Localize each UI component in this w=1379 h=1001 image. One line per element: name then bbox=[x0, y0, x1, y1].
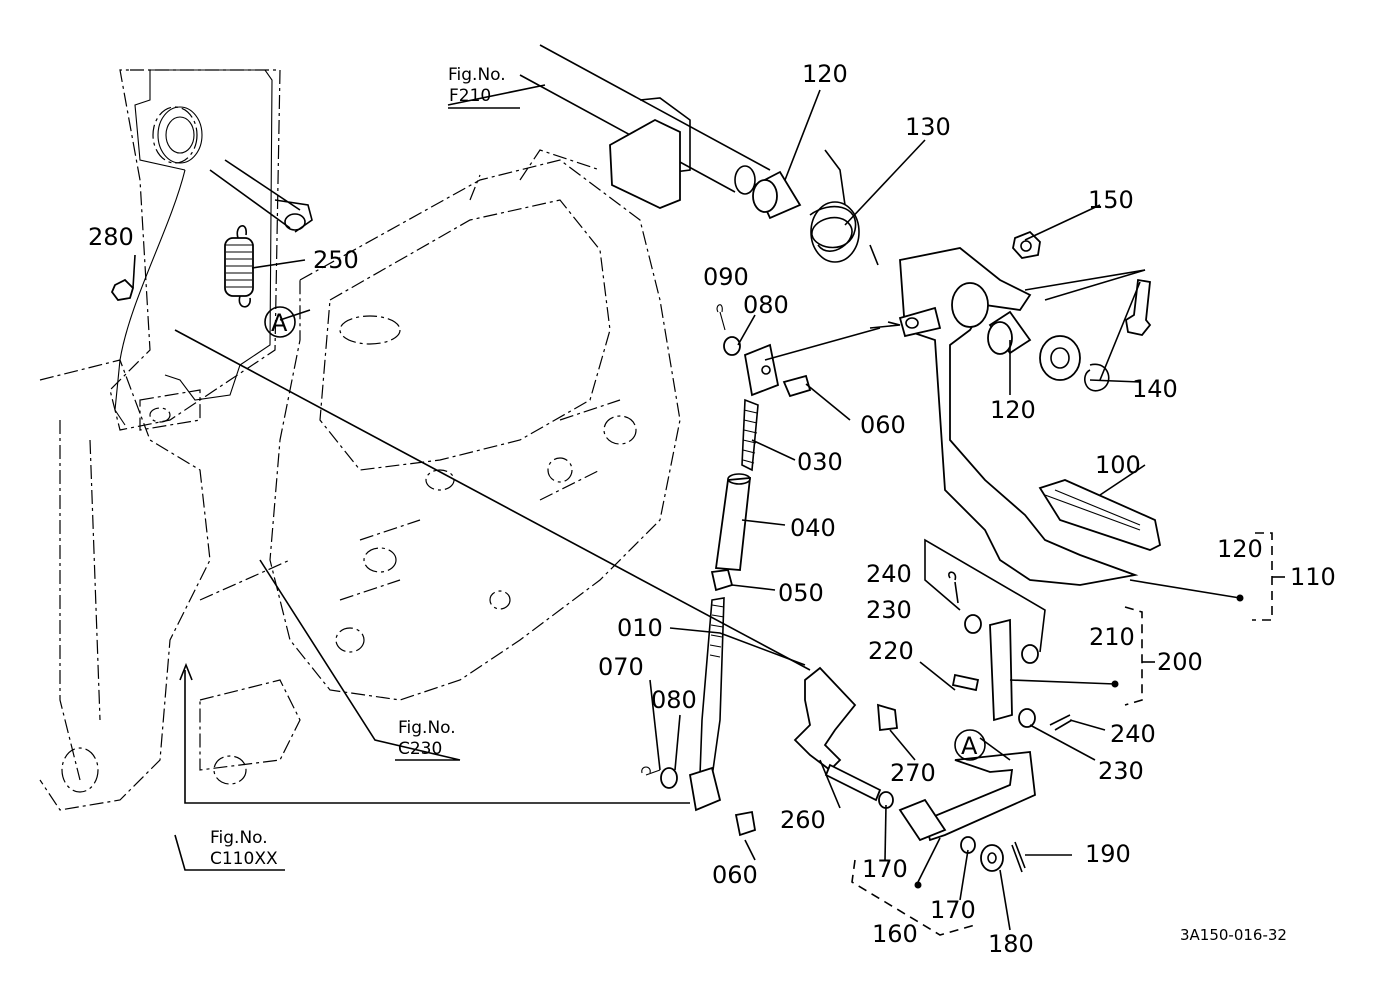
fig-ref-c230: Fig.No. C230 bbox=[398, 718, 456, 759]
callout-180: 180 bbox=[988, 930, 1034, 958]
text-label: C230 bbox=[398, 739, 442, 759]
callout-170-right: 170 bbox=[930, 896, 976, 924]
callout-120-mid: 120 bbox=[990, 396, 1036, 424]
callout-230-top: 230 bbox=[866, 596, 912, 624]
callout-030: 030 bbox=[797, 448, 843, 476]
callout-250: 250 bbox=[313, 246, 359, 274]
fig-ref-c110xx: Fig.No. C110XX bbox=[210, 828, 278, 869]
bushing-washer-clip bbox=[987, 310, 1110, 392]
transmission-housing bbox=[39, 69, 681, 811]
callout-120-top: 120 bbox=[802, 60, 848, 88]
callout-120-right: 120 bbox=[1217, 535, 1263, 563]
release-rod-assembly bbox=[641, 304, 812, 837]
callout-130: 130 bbox=[905, 113, 951, 141]
bolt-140 bbox=[1125, 278, 1152, 336]
callout-070: 070 bbox=[598, 653, 644, 681]
callout-080-bottom: 080 bbox=[651, 686, 697, 714]
callout-160: 160 bbox=[872, 920, 918, 948]
bracket-260 bbox=[793, 666, 898, 802]
fig-ref-f210: Fig.No. F210 bbox=[448, 65, 506, 106]
nut-150 bbox=[1012, 230, 1041, 259]
callout-150: 150 bbox=[1088, 186, 1134, 214]
callout-060-top: 060 bbox=[860, 411, 906, 439]
text-label: Fig.No. bbox=[210, 828, 268, 848]
text-label: Fig.No. bbox=[398, 718, 456, 738]
text-label: Fig.No. bbox=[448, 65, 506, 85]
spring-250 bbox=[209, 159, 313, 308]
bracket-plate bbox=[114, 69, 273, 426]
callout-labels: 120 130 150 280 250 090 080 060 140 120 … bbox=[88, 60, 1336, 958]
text-label: F210 bbox=[449, 86, 491, 106]
nut-280 bbox=[110, 278, 135, 301]
callout-270: 270 bbox=[890, 759, 936, 787]
clutch-pedal bbox=[898, 247, 1162, 586]
leader-lines bbox=[132, 84, 1241, 931]
link-200 bbox=[948, 571, 1073, 731]
lower-arm-160 bbox=[878, 751, 1036, 873]
callout-060-bottom: 060 bbox=[712, 861, 758, 889]
callout-110: 110 bbox=[1290, 563, 1336, 591]
callout-080-top: 080 bbox=[743, 291, 789, 319]
cross-shaft bbox=[519, 44, 771, 209]
marker-a-upper: A bbox=[264, 306, 296, 338]
bushing-120-top bbox=[752, 170, 802, 220]
callout-040: 040 bbox=[790, 514, 836, 542]
callout-240-bottom: 240 bbox=[1110, 720, 1156, 748]
drawing-code: 3A150-016-32 bbox=[1180, 926, 1287, 944]
callout-280: 280 bbox=[88, 223, 134, 251]
callout-090: 090 bbox=[703, 263, 749, 291]
callout-210: 210 bbox=[1089, 623, 1135, 651]
callout-230-bottom: 230 bbox=[1098, 757, 1144, 785]
text-label: A bbox=[961, 732, 978, 760]
callout-140: 140 bbox=[1132, 375, 1178, 403]
group-brackets bbox=[851, 532, 1285, 936]
callout-100: 100 bbox=[1095, 451, 1141, 479]
callout-190: 190 bbox=[1085, 840, 1131, 868]
callout-240-top: 240 bbox=[866, 560, 912, 588]
return-spring-130 bbox=[809, 149, 879, 266]
text-label: C110XX bbox=[210, 849, 278, 869]
callout-170-left: 170 bbox=[862, 855, 908, 883]
callout-200: 200 bbox=[1157, 648, 1203, 676]
callout-220: 220 bbox=[868, 637, 914, 665]
marker-a-lower: A bbox=[954, 729, 986, 761]
callout-010: 010 bbox=[617, 614, 663, 642]
callout-050: 050 bbox=[778, 579, 824, 607]
callout-260: 260 bbox=[780, 806, 826, 834]
text-label: A bbox=[271, 309, 288, 337]
